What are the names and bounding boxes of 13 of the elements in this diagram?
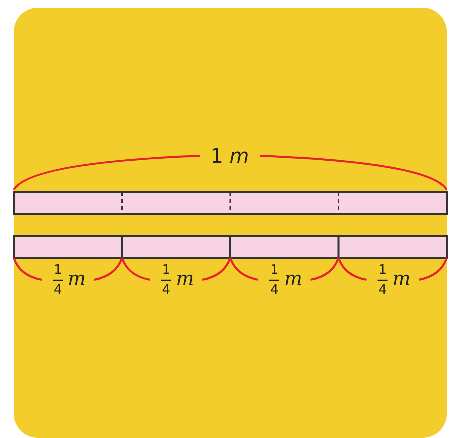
unit-label: m xyxy=(176,270,194,289)
fraction-numerator: 1 xyxy=(270,264,279,277)
unit-label: m xyxy=(284,270,303,289)
fraction-denominator: 4 xyxy=(378,284,388,297)
fraction-numerator: 1 xyxy=(54,264,62,277)
fraction-denominator: 4 xyxy=(162,284,171,297)
length-label: 1 m xyxy=(210,146,250,166)
unit-label: m xyxy=(68,270,86,289)
fraction-numerator: 1 xyxy=(162,264,171,277)
unit-label: m xyxy=(392,270,411,289)
fraction-denominator: 4 xyxy=(54,284,62,297)
fraction-denominator: 4 xyxy=(270,284,279,297)
fraction-numerator: 1 xyxy=(378,264,388,277)
